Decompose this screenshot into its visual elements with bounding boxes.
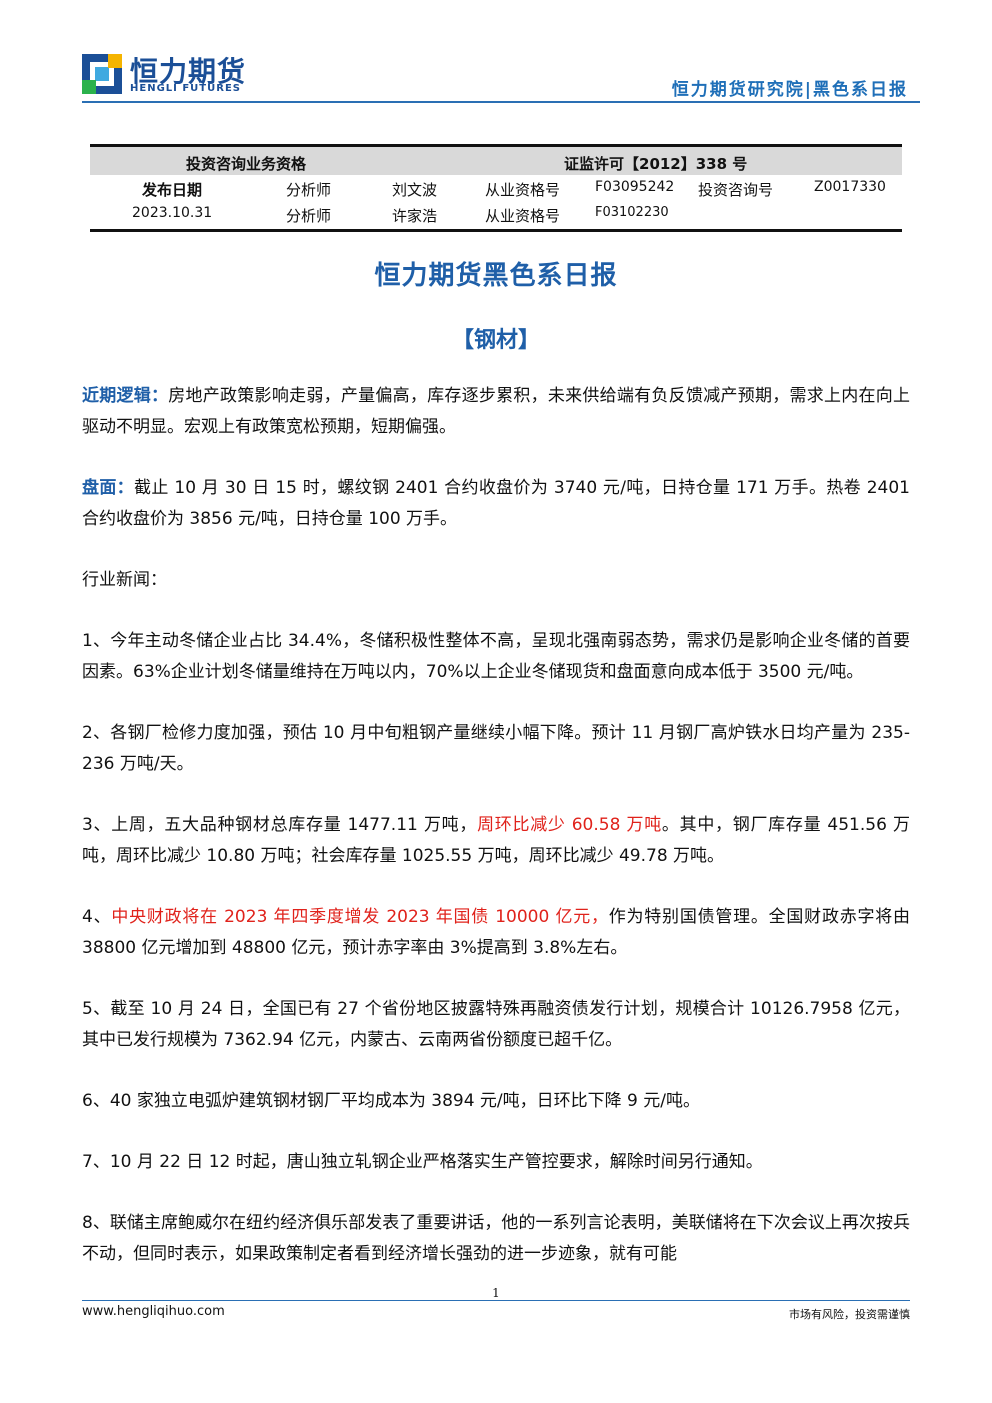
footer-divider: [82, 1300, 910, 1301]
footer-website: www.hengliqihuo.com: [82, 1304, 225, 1319]
analyst-row-1: 发布日期 分析师 刘文波 从业资格号 F03095242 投资咨询号 Z0017…: [90, 175, 902, 201]
qualification-row: 投资咨询业务资格 证监许可【2012】338 号: [90, 147, 902, 175]
news-item-4: 4、中央财政将在 2023 年四季度增发 2023 年国债 10000 亿元，作…: [82, 902, 910, 964]
consult-label: 投资咨询号: [698, 181, 774, 199]
header-divider: [82, 101, 920, 103]
news-heading: 行业新闻：: [82, 570, 167, 590]
news-item-4-highlight: 中央财政将在 2023 年四季度增发 2023 年国债 10000 亿元，: [111, 907, 609, 927]
license-number: 证监许可【2012】338 号: [564, 155, 748, 173]
company-logo: 恒力期货 HENGLI FUTURES: [82, 50, 252, 100]
news-item-1: 1、今年主动冬储企业占比 34.4%，冬储积极性整体不高，呈现北强南弱态势，需求…: [82, 631, 910, 682]
market-text: 截止 10 月 30 日 15 时，螺纹钢 2401 合约收盘价为 3740 元…: [82, 478, 910, 529]
table-bottom-rule: [90, 229, 902, 232]
market-paragraph: 盘面：截止 10 月 30 日 15 时，螺纹钢 2401 合约收盘价为 374…: [82, 473, 910, 535]
page-number: 1: [492, 1286, 500, 1300]
publish-date: 2023.10.31: [132, 205, 213, 221]
cert-label: 从业资格号: [485, 207, 561, 225]
news-item-2: 2、各钢厂检修力度加强，预估 10 月中旬粗钢产量继续小幅下降。预计 11 月钢…: [82, 723, 910, 774]
analyst-role: 分析师: [286, 207, 332, 225]
qualification-label: 投资咨询业务资格: [186, 155, 307, 173]
cert-number: F03102230: [595, 205, 669, 220]
report-title: 恒力期货黑色系日报: [374, 261, 618, 291]
news-item-3-text: 3、上周，五大品种钢材总库存量 1477.11 万吨，: [82, 815, 478, 835]
news-item-3-highlight: 周环比减少 60.58 万吨: [477, 815, 662, 835]
table-top-rule: [90, 144, 902, 147]
news-item-3: 3、上周，五大品种钢材总库存量 1477.11 万吨，周环比减少 60.58 万…: [82, 810, 910, 872]
cert-label: 从业资格号: [485, 181, 561, 199]
news-item-3-text-cont: 。其中，钢厂库存量 451.56 万吨，周环比减少 10.80 万吨；社会库存量…: [82, 815, 910, 866]
market-label: 盘面：: [82, 478, 135, 498]
publish-date-label: 发布日期: [142, 181, 203, 199]
news-item-7: 7、10 月 22 日 12 时起，唐山独立轧钢企业严格落实生产管控要求，解除时…: [82, 1152, 763, 1172]
news-item-4-number: 4、: [82, 907, 112, 927]
analyst-row-2: 2023.10.31 分析师 许家浩 从业资格号 F03102230: [90, 201, 902, 227]
analyst-role: 分析师: [286, 181, 332, 199]
logo-mark-icon: [82, 54, 122, 94]
cert-number: F03095242: [595, 179, 675, 195]
analyst-name: 刘文波: [392, 181, 438, 199]
logic-text: 房地产政策影响走弱，产量偏高，库存逐步累积，未来供给端有负反馈减产预期，需求上内…: [82, 386, 911, 437]
report-body: 近期逻辑：房地产政策影响走弱，产量偏高，库存逐步累积，未来供给端有负反馈减产预期…: [82, 381, 910, 1300]
logo-text-en: HENGLI FUTURES: [130, 83, 241, 94]
analyst-name: 许家浩: [392, 207, 438, 225]
logic-paragraph: 近期逻辑：房地产政策影响走弱，产量偏高，库存逐步累积，未来供给端有负反馈减产预期…: [82, 381, 910, 443]
page-header: 恒力期货 HENGLI FUTURES 恒力期货研究院|黑色系日报: [0, 0, 992, 110]
news-item-8: 8、联储主席鲍威尔在纽约经济俱乐部发表了重要讲话，他的一系列言论表明，美联储将在…: [82, 1213, 910, 1264]
logo-text-cn: 恒力期货: [130, 55, 247, 88]
report-series-title: 恒力期货研究院|黑色系日报: [671, 80, 908, 100]
consult-number: Z0017330: [814, 179, 886, 195]
news-item-5: 5、截至 10 月 24 日，全国已有 27 个省份地区披露特殊再融资债发行计划…: [82, 999, 910, 1050]
news-item-6: 6、40 家独立电弧炉建筑钢材钢厂平均成本为 3894 元/吨，日环比下降 9 …: [82, 1091, 701, 1111]
report-subtitle: 【钢材】: [451, 328, 540, 353]
analyst-info-table: 投资咨询业务资格 证监许可【2012】338 号 发布日期 分析师 刘文波 从业…: [90, 144, 902, 232]
footer-disclaimer: 市场有风险，投资需谨慎: [789, 1308, 910, 1321]
news-item-4-text: 作为特别国债管理。全国财政赤字将由 38800 亿元增加到 48800 亿元，预…: [82, 907, 911, 958]
logic-label: 近期逻辑：: [82, 386, 169, 406]
